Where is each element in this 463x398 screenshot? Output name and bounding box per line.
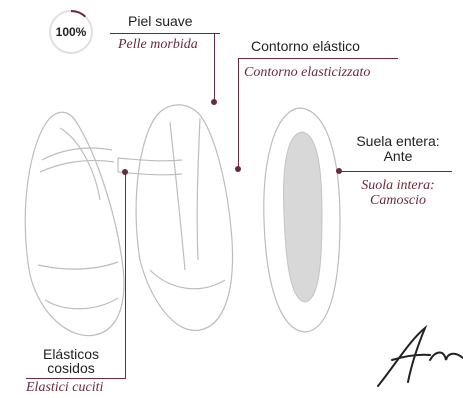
elastic-contour-pointer-dot bbox=[235, 166, 241, 172]
soft-leather-label-it: Pelle morbida bbox=[118, 37, 198, 52]
soft-leather-pointer-dot bbox=[211, 99, 217, 105]
full-sole-label-it-line1: Suola intera: bbox=[361, 178, 435, 193]
full-sole-divider bbox=[340, 171, 452, 172]
percentage-badge: 100% bbox=[47, 8, 95, 56]
full-sole-label-es-line2: Ante bbox=[383, 148, 413, 164]
sewn-elastics-label-es-line1: Elásticos bbox=[42, 346, 100, 362]
percentage-value: 100% bbox=[55, 25, 87, 39]
full-sole-label-es-line1: Suela entera: bbox=[356, 133, 440, 149]
progress-ring-icon bbox=[49, 10, 93, 54]
sewn-elastics-label-es-line2: cosidos bbox=[47, 360, 95, 376]
middle-shoe-drawing bbox=[117, 104, 234, 331]
sewn-elastics-divider bbox=[26, 378, 126, 379]
elastic-contour-label-it: Contorno elasticizzato bbox=[244, 65, 371, 80]
signature-drawing bbox=[377, 327, 463, 387]
sewn-elastics-leader-line bbox=[125, 172, 126, 378]
elastic-contour-leader-line bbox=[238, 59, 239, 167]
soft-leather-label-es: Piel suave bbox=[128, 13, 193, 29]
soft-leather-leader-line bbox=[214, 34, 215, 100]
elastic-contour-divider bbox=[238, 58, 398, 59]
soft-leather-divider bbox=[110, 33, 220, 34]
sewn-elastics-label-it: Elastici cuciti bbox=[26, 380, 104, 395]
sewn-elastics-pointer-dot bbox=[122, 169, 128, 175]
full-sole-pointer-dot bbox=[336, 168, 342, 174]
full-sole-label-it-line2: Camoscio bbox=[370, 193, 426, 208]
elastic-contour-label-es: Contorno elástico bbox=[251, 38, 360, 54]
right-shoe-sole-drawing bbox=[263, 107, 341, 333]
left-shoe-drawing bbox=[24, 111, 125, 337]
